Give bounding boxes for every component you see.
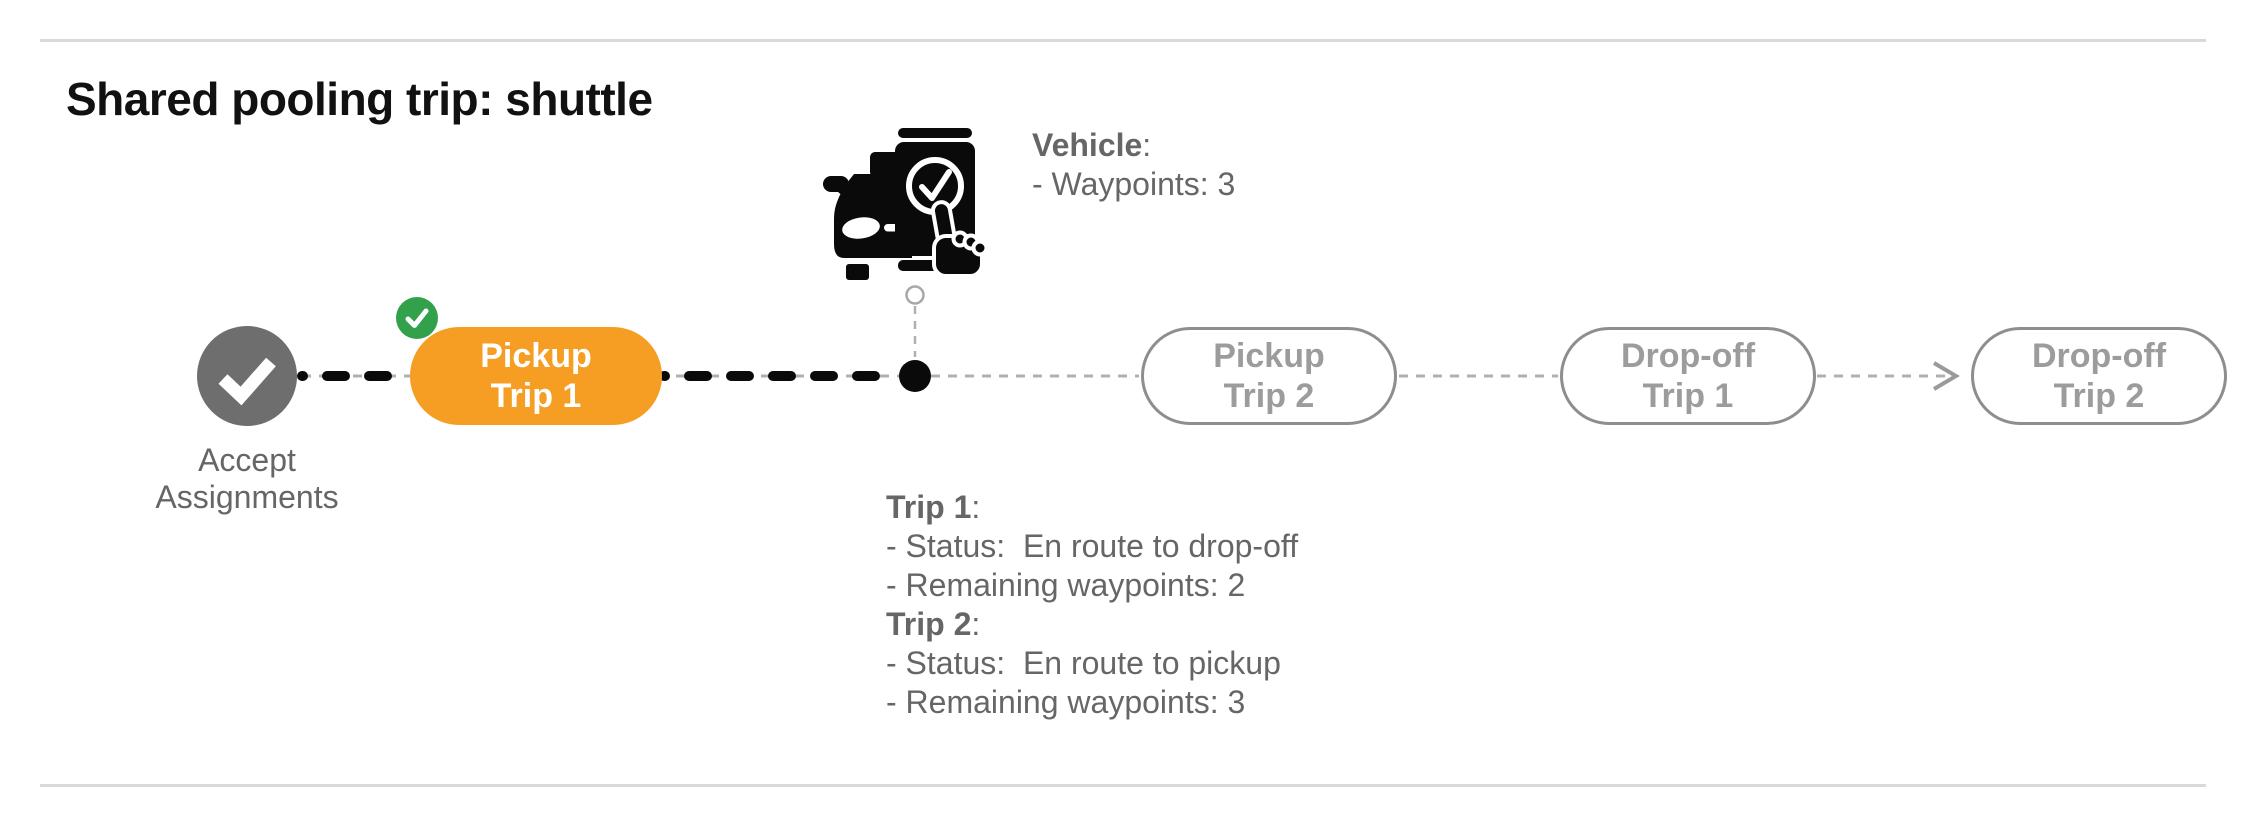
- stage-pickup-trip-1: Pickup Trip 1: [410, 327, 662, 425]
- trip1-status-line: - Status: En route to drop-off: [886, 528, 1299, 564]
- colon: :: [1142, 127, 1152, 163]
- bottom-divider: [40, 784, 2206, 787]
- trip2-status-line: - Status: En route to pickup: [886, 645, 1281, 681]
- stage-label-line2: Trip 1: [1642, 377, 1734, 415]
- current-position-dot: [899, 360, 931, 392]
- trip2-waypoints-line: - Remaining waypoints: 3: [886, 684, 1246, 720]
- vehicle-heading-text: Vehicle: [1032, 127, 1143, 163]
- colon: :: [971, 606, 981, 642]
- stage-dropoff-trip-1: Drop-off Trip 1: [1560, 327, 1816, 425]
- stage-label-line1: Drop-off: [2031, 337, 2167, 375]
- page-title: Shared pooling trip: shuttle: [66, 73, 653, 125]
- stage-label-line1: Drop-off: [1620, 337, 1756, 375]
- vehicle-waypoints-line: - Waypoints: 3: [1032, 166, 1236, 202]
- trip2-heading: Trip 2:: [886, 605, 1298, 644]
- vehicle-anchor-circle: [905, 285, 925, 305]
- stage-label-line1: Pickup: [1213, 337, 1325, 375]
- stage-label-line2: Trip 2: [1223, 377, 1315, 415]
- top-divider: [40, 39, 2206, 42]
- vehicle-phone-check-icon: [823, 128, 989, 280]
- stage-label-line2: Trip 2: [2053, 377, 2145, 415]
- vehicle-info-heading: Vehicle:: [1032, 126, 1235, 165]
- vehicle-info-block: Vehicle: - Waypoints: 3: [1032, 126, 1235, 204]
- trip1-heading-text: Trip 1: [886, 489, 972, 525]
- trip-info-block: Trip 1: - Status: En route to drop-off -…: [886, 488, 1298, 722]
- accept-assignments-node: [197, 326, 297, 426]
- colon: :: [971, 489, 981, 525]
- trip2-heading-text: Trip 2: [886, 606, 972, 642]
- trip1-heading: Trip 1:: [886, 488, 1298, 527]
- check-icon: [218, 357, 276, 406]
- stage-dropoff-trip-2: Drop-off Trip 2: [1971, 327, 2227, 425]
- stage-pickup-trip-2: Pickup Trip 2: [1141, 327, 1397, 425]
- trip1-waypoints-line: - Remaining waypoints: 2: [886, 567, 1246, 603]
- arrow-right-icon: [1932, 361, 1960, 391]
- accept-assignments-label: Accept Assignments: [97, 442, 397, 516]
- stage-label-line1: Pickup: [480, 337, 592, 375]
- check-badge-icon: [396, 297, 438, 339]
- stage-label-line2: Trip 1: [490, 377, 582, 415]
- accept-label-line2: Assignments: [155, 479, 339, 515]
- accept-label-line1: Accept: [198, 442, 296, 478]
